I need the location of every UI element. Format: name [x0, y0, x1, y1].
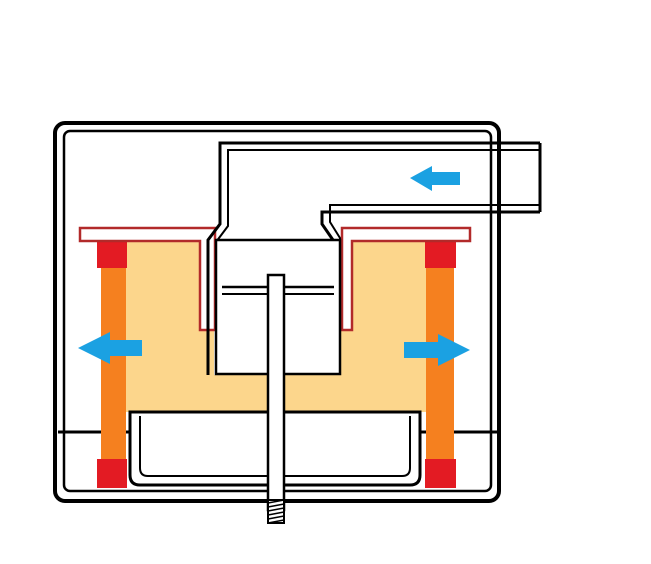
fill-zone — [110, 238, 440, 412]
bottom-right-red-block — [425, 459, 456, 488]
threaded-end — [267, 499, 285, 524]
inlet-flow-arrow — [410, 166, 460, 191]
top-right-red-block — [425, 239, 456, 268]
central-rod — [266, 273, 286, 512]
left-side-wall — [101, 258, 126, 470]
bottom-left-red-block — [97, 459, 127, 488]
left-outward-arrow — [78, 332, 142, 364]
top-left-red-block — [97, 239, 127, 268]
right-outward-arrow — [404, 334, 470, 366]
left-flange-trim — [78, 226, 217, 332]
right-flange-trim — [340, 226, 472, 332]
